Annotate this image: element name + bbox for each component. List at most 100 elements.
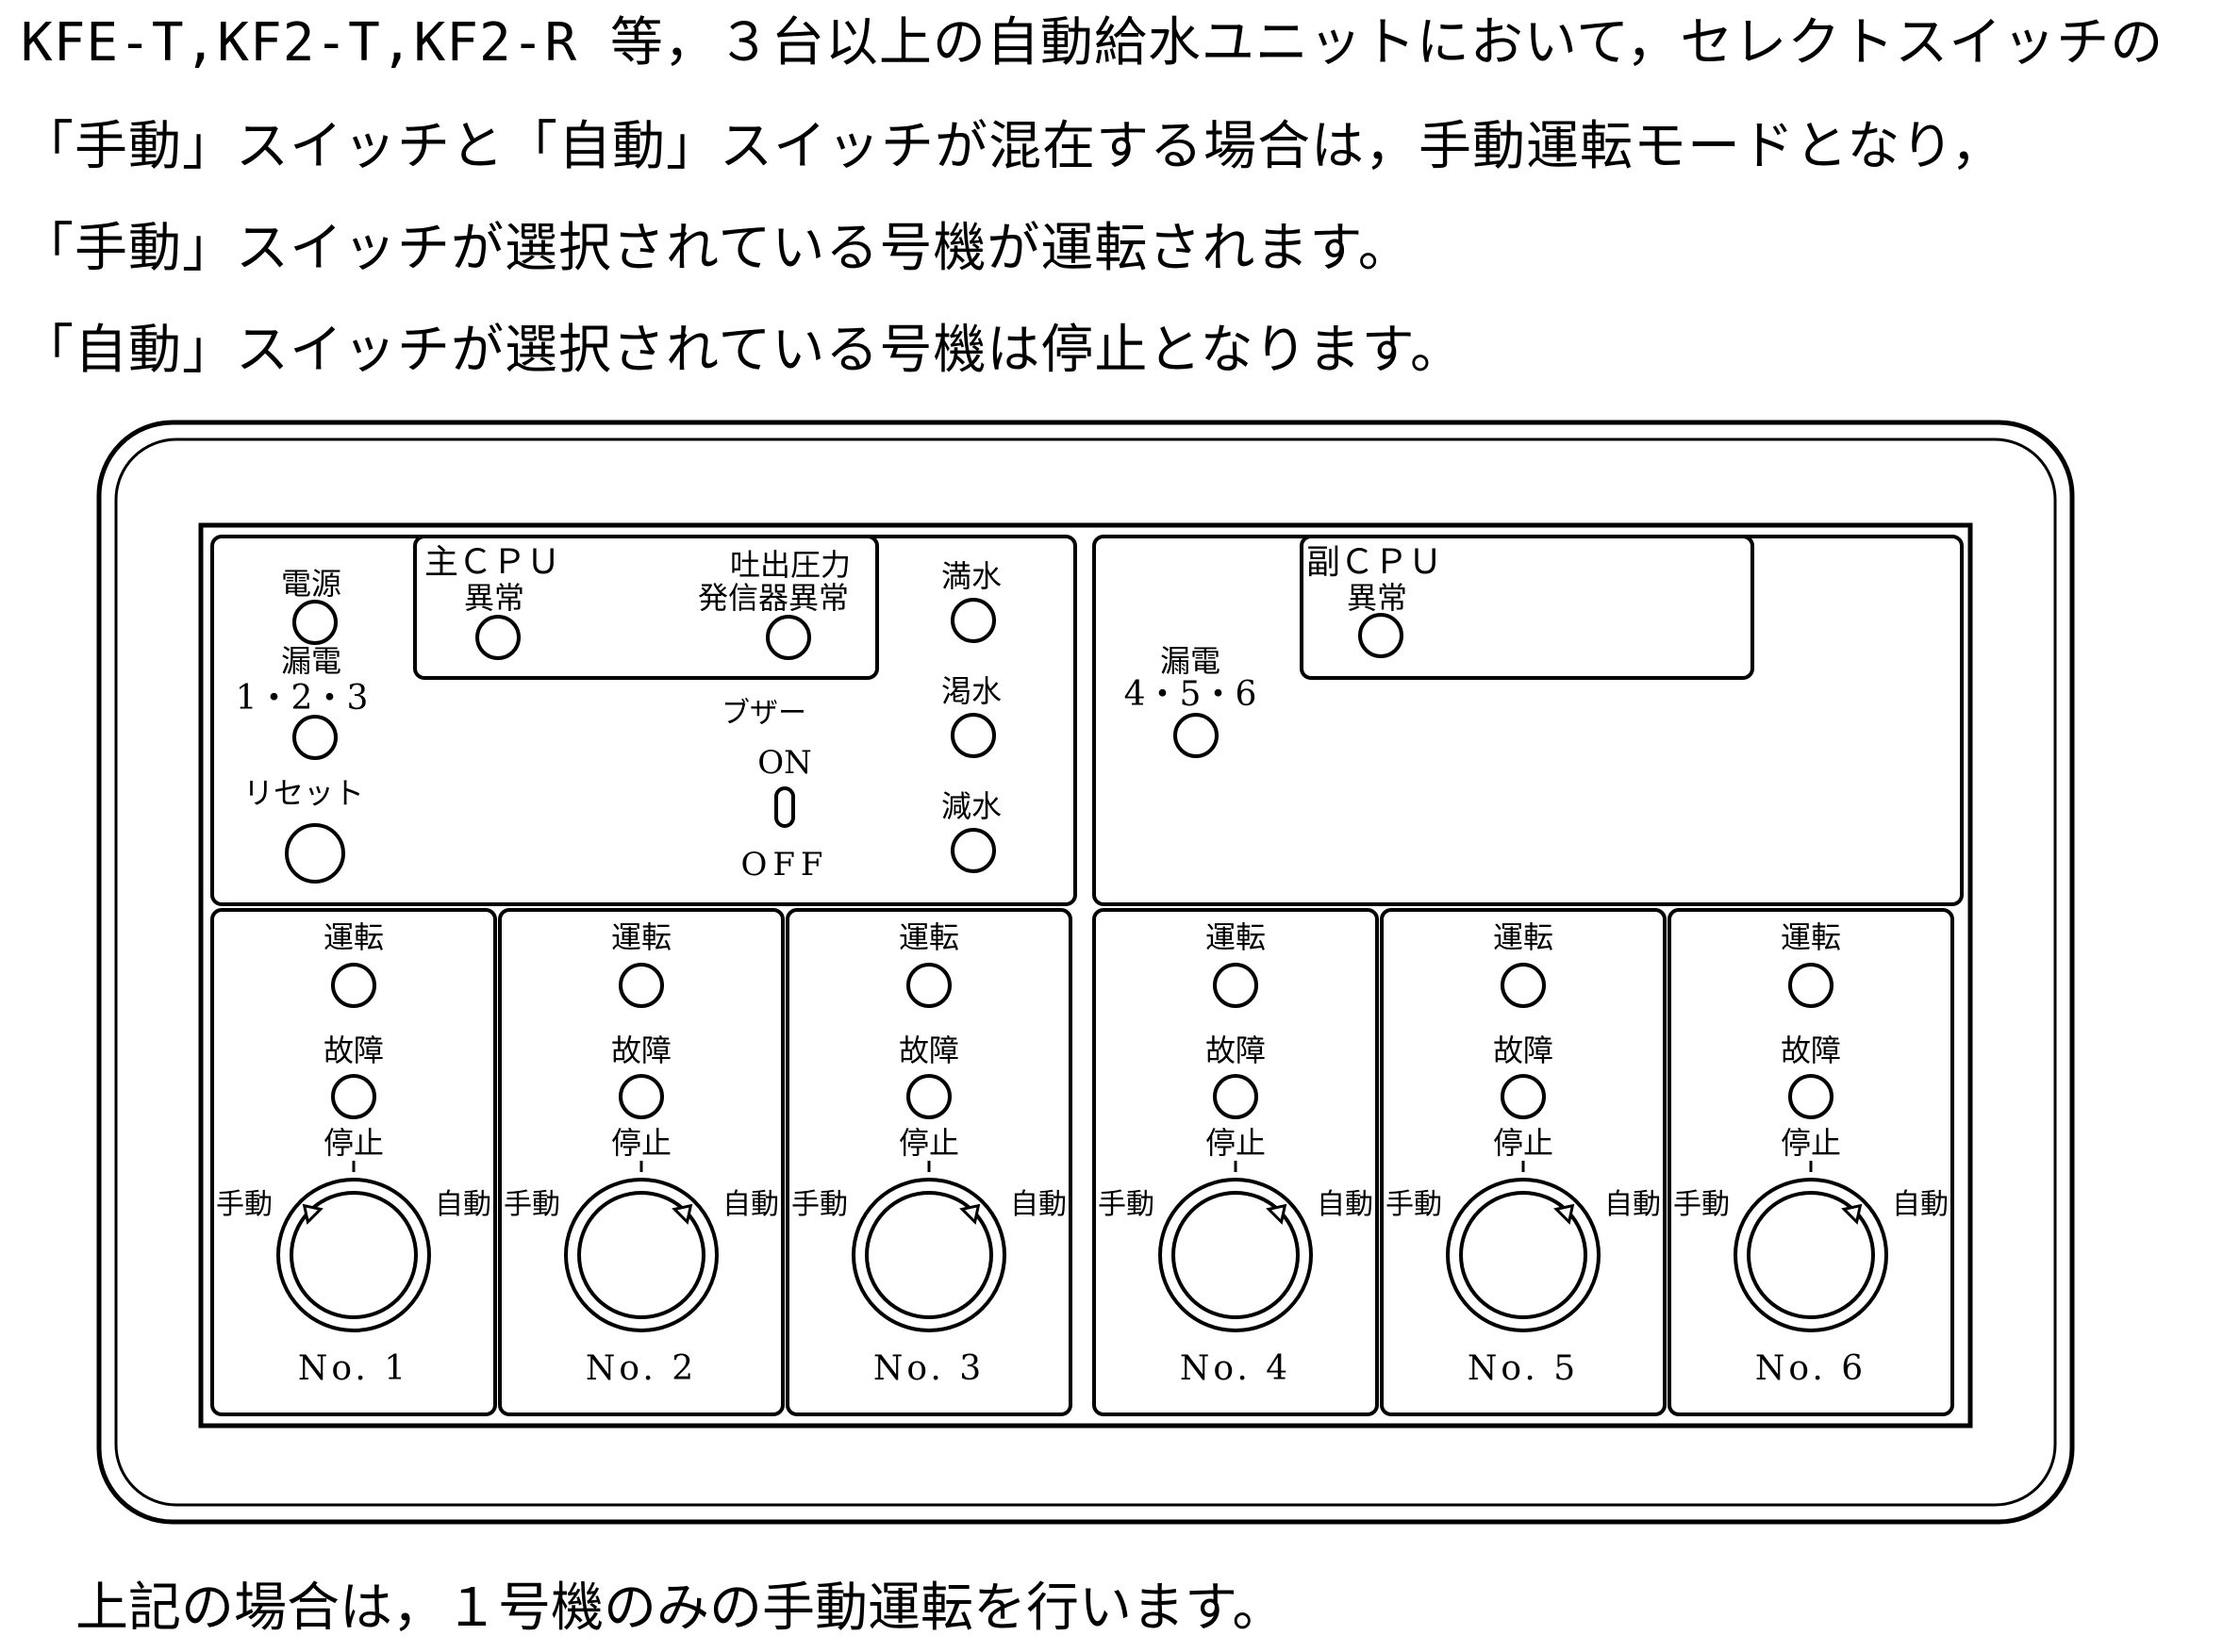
- unit-5-run-label: 運転: [1493, 919, 1553, 955]
- unit-4-selector-pointer: [1266, 1203, 1287, 1225]
- unit-3-selector-knob[interactable]: [865, 1191, 993, 1319]
- unit-3-run-lamp: [906, 963, 952, 1008]
- unit-2-auto-label: 自動: [722, 1188, 779, 1221]
- unit-2-selector-knob[interactable]: [577, 1191, 705, 1319]
- unit-5-auto-label: 自動: [1604, 1188, 1661, 1221]
- unit-5-selector-knob[interactable]: [1459, 1191, 1587, 1319]
- unit-3-stop-label: 停止: [899, 1125, 959, 1161]
- unit-4-run-label: 運転: [1205, 919, 1266, 955]
- intro-line-2: 「手動」スイッチと「自動」スイッチが混在する場合は，手動運転モードとなり，: [21, 116, 2005, 177]
- inner-case: [114, 438, 2057, 1507]
- right-top-section: [1092, 535, 1964, 906]
- unit-4-fault-label: 故障: [1205, 1032, 1266, 1068]
- pump-units: 運転故障停止手動自動No. 1運転故障停止手動自動No. 2運転故障停止手動自動…: [210, 908, 1954, 1416]
- buzzer-on-label: ON: [757, 744, 812, 782]
- pressure-label-2: 発信器異常: [698, 580, 849, 616]
- unit-6: 運転故障停止手動自動No. 6: [1668, 908, 1954, 1416]
- full-water-lamp: [951, 598, 996, 643]
- unit-4-manual-label: 手動: [1098, 1188, 1154, 1221]
- faceplate: [198, 522, 1973, 1429]
- unit-1-fault-label: 故障: [324, 1032, 384, 1068]
- unit-3-manual-label: 手動: [791, 1188, 848, 1221]
- unit-2-selector-ring: [564, 1178, 719, 1332]
- unit-6-stop-label: 停止: [1781, 1125, 1841, 1161]
- unit-1-name: No. 1: [298, 1349, 409, 1388]
- unit-5-selector-pointer: [1553, 1203, 1575, 1225]
- unit-6-run-lamp: [1788, 963, 1833, 1008]
- unit-3-fault-lamp: [906, 1074, 952, 1119]
- reset-label: リセット: [243, 775, 364, 811]
- unit-4-stop-label: 停止: [1205, 1125, 1266, 1161]
- pressure-sensor-error-lamp: [766, 615, 811, 660]
- unit-6-selector-knob[interactable]: [1747, 1191, 1875, 1319]
- unit-3-run-label: 運転: [899, 919, 959, 955]
- unit-4-frame: [1092, 908, 1379, 1416]
- unit-1-manual-label: 手動: [216, 1188, 273, 1221]
- unit-5-stop-label: 停止: [1493, 1125, 1553, 1161]
- unit-5-frame: [1380, 908, 1667, 1416]
- unit-5-manual-label: 手動: [1385, 1188, 1442, 1221]
- leak-units-left: 1・2・3: [236, 679, 369, 718]
- unit-5-name: No. 5: [1468, 1349, 1579, 1388]
- unit-5-fault-label: 故障: [1493, 1032, 1553, 1068]
- unit-5-selector-ring: [1446, 1178, 1601, 1332]
- leak-units-right: 4・5・6: [1124, 675, 1257, 714]
- unit-1-fault-lamp: [331, 1074, 376, 1119]
- unit-2-run-lamp: [619, 963, 664, 1008]
- unit-4-run-lamp: [1213, 963, 1258, 1008]
- buzzer-label: ブザー: [722, 697, 806, 730]
- main-cpu-label: 主ＣＰＵ: [424, 543, 560, 582]
- unit-3-auto-label: 自動: [1010, 1188, 1067, 1221]
- outer-case: [96, 420, 2075, 1525]
- unit-2-manual-label: 手動: [504, 1188, 560, 1221]
- unit-4-selector-knob[interactable]: [1171, 1191, 1300, 1319]
- unit-1-selector-pointer: [302, 1203, 324, 1225]
- buzzer-toggle-switch[interactable]: [774, 786, 795, 828]
- unit-6-fault-lamp: [1788, 1074, 1833, 1119]
- dry-water-lamp: [951, 713, 996, 758]
- unit-2-selector-pointer: [672, 1203, 693, 1225]
- leak-label-left: 漏電: [281, 643, 341, 679]
- unit-2-run-label: 運転: [611, 919, 672, 955]
- pressure-label-1: 吐出圧力: [730, 547, 851, 583]
- intro-line-3: 「手動」スイッチが選択されている号機が運転されます。: [21, 218, 1412, 279]
- sub-cpu-error-lamp: [1358, 613, 1403, 658]
- unit-1-selector-knob[interactable]: [290, 1191, 418, 1319]
- leak-lamp-left: [292, 715, 338, 760]
- unit-4-name: No. 4: [1180, 1349, 1291, 1388]
- leak-label-right: 漏電: [1160, 643, 1220, 679]
- unit-3-selector-ring: [852, 1178, 1006, 1332]
- main-cpu-error-label: 異常: [464, 580, 524, 616]
- unit-4: 運転故障停止手動自動No. 4: [1092, 908, 1379, 1416]
- unit-1-auto-label: 自動: [435, 1188, 491, 1221]
- unit-5-run-lamp: [1501, 963, 1546, 1008]
- unit-2-name: No. 2: [586, 1349, 697, 1388]
- dry-water-label: 渇水: [941, 673, 1002, 709]
- sub-cpu-error-label: 異常: [1347, 580, 1407, 616]
- unit-6-name: No. 6: [1755, 1349, 1867, 1388]
- unit-3-name: No. 3: [873, 1349, 985, 1388]
- unit-6-frame: [1668, 908, 1954, 1416]
- unit-6-manual-label: 手動: [1673, 1188, 1730, 1221]
- sub-cpu-label: 副ＣＰＵ: [1306, 543, 1442, 582]
- reset-button[interactable]: [285, 823, 345, 884]
- unit-4-fault-lamp: [1213, 1074, 1258, 1119]
- low-water-lamp: [951, 828, 996, 873]
- intro-line-1: KFE-T,KF2-T,KF2-R 等，３台以上の自動給水ユニットにおいて，セレ…: [21, 12, 2165, 74]
- main-cpu-box: [413, 535, 879, 680]
- unit-6-auto-label: 自動: [1892, 1188, 1949, 1221]
- power-label: 電源: [281, 566, 341, 602]
- unit-1-frame: [210, 908, 497, 1416]
- leak-lamp-right: [1173, 713, 1219, 758]
- unit-5-fault-lamp: [1501, 1074, 1546, 1119]
- buzzer-off-label: OFF: [740, 846, 828, 884]
- power-lamp: [292, 600, 338, 645]
- unit-1-run-label: 運転: [324, 919, 384, 955]
- unit-4-selector-ring: [1158, 1178, 1313, 1332]
- unit-1-selector-ring: [276, 1178, 431, 1332]
- unit-2-fault-lamp: [619, 1074, 664, 1119]
- low-water-label: 減水: [941, 788, 1002, 824]
- unit-1-run-lamp: [331, 963, 376, 1008]
